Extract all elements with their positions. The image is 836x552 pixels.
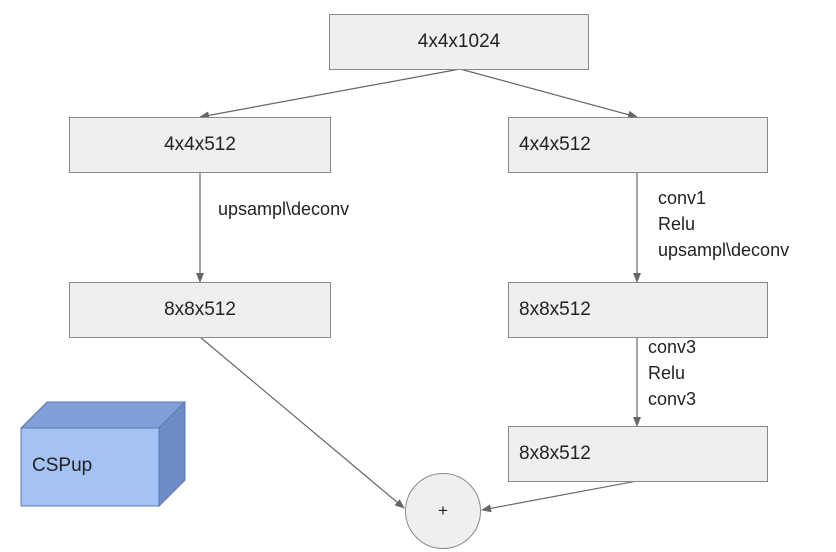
op-right-block2: conv3 Relu conv3 [648, 334, 696, 412]
sum-node: + [405, 473, 481, 549]
edge-top-to-left [199, 68, 461, 120]
op-line: upsampl\deconv [658, 240, 790, 260]
op-line: Relu [658, 214, 696, 234]
op-right-block1: conv1 Relu upsampl\deconv [658, 185, 789, 263]
node-label: 4x4x512 [519, 134, 591, 155]
node-right-8x8x512-b: 8x8x512 [508, 426, 768, 482]
node-left-8x8x512: 8x8x512 [69, 282, 331, 338]
node-right-4x4x512: 4x4x512 [508, 117, 768, 173]
op-line: conv1 [658, 188, 707, 208]
node-label: 8x8x512 [519, 443, 591, 464]
node-label: 8x8x512 [164, 299, 236, 320]
op-line: conv3 [648, 337, 697, 357]
edge-right-to-sum [481, 480, 638, 513]
cube-top-face [20, 401, 187, 429]
cube-front-face [20, 427, 160, 507]
node-label: 4x4x1024 [417, 31, 501, 52]
node-input-4x4x1024: 4x4x1024 [329, 14, 589, 70]
op-line: Relu [648, 363, 686, 383]
node-right-8x8x512-a: 8x8x512 [508, 282, 768, 338]
sum-label: + [438, 501, 448, 520]
node-label: 8x8x512 [519, 299, 591, 320]
legend-label: CSPup [32, 455, 93, 476]
node-label: 4x4x512 [164, 134, 236, 155]
op-left-upsample: upsampl\deconv [218, 199, 350, 219]
edge-top-to-right [459, 68, 638, 119]
edge-left-to-sum [199, 336, 405, 509]
cspup-cube-icon [20, 400, 187, 508]
node-left-4x4x512: 4x4x512 [69, 117, 331, 173]
op-line: conv3 [648, 389, 697, 409]
